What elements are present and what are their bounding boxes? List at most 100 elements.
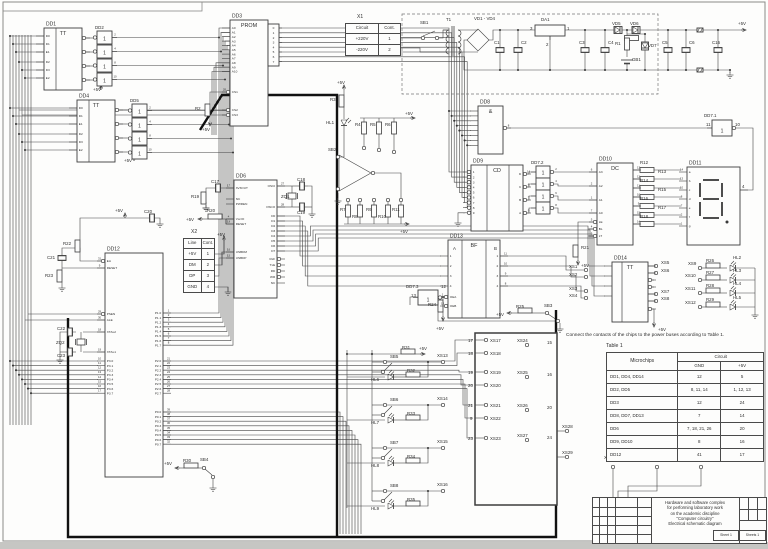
table1-col-5v: +5V xyxy=(720,361,764,371)
inverted-pin-bubble xyxy=(522,197,528,203)
pin-number: 38 xyxy=(167,412,171,416)
pin-label: A5 xyxy=(232,48,236,52)
label-R11: R11 xyxy=(392,207,400,212)
title-block-grid-line xyxy=(739,509,766,510)
gate-function-label: 1 xyxy=(103,79,106,85)
wire xyxy=(383,491,393,501)
label-XS21: XS21 xyxy=(490,403,501,408)
led-icon xyxy=(390,457,395,461)
label-HL4: HL4 xyxy=(733,281,742,286)
resistor-symbol xyxy=(207,213,223,220)
contact-circle xyxy=(583,295,589,301)
junction-dot xyxy=(447,109,451,113)
pin-label: PWREN xyxy=(236,202,248,206)
pin-label: NC xyxy=(271,281,276,285)
label-DD7.2: DD7.2 xyxy=(531,160,544,165)
x2-title: X2 xyxy=(191,229,198,235)
title-block-grid-line xyxy=(599,498,600,543)
table1-row-cell: 5 xyxy=(720,370,764,384)
junction-dot xyxy=(23,76,27,80)
wire xyxy=(500,275,584,292)
label-12: 12 xyxy=(441,284,446,289)
table1-title: Table 1 xyxy=(606,343,623,349)
resistor-symbol xyxy=(705,262,721,269)
table1-col-circuit: Circuit xyxy=(677,352,764,362)
junction-dot xyxy=(20,140,24,144)
inverted-pin-bubble xyxy=(466,195,472,200)
ic-designator: DD12 xyxy=(107,247,120,253)
resistor-symbol xyxy=(204,103,211,117)
x2-row-cell: 1 xyxy=(200,248,216,260)
inverted-pin-bubble xyxy=(647,284,653,290)
label-R27: R27 xyxy=(706,270,715,275)
pin-label: OSCI xyxy=(268,184,276,188)
label-R28: R28 xyxy=(706,283,715,288)
thick-bus xyxy=(198,93,339,536)
wire xyxy=(277,233,605,287)
pin-label: D1 xyxy=(46,42,50,46)
pin-number: 16 xyxy=(98,384,102,388)
wire xyxy=(375,172,402,198)
junction-dot xyxy=(516,28,520,32)
label-C3: C3 xyxy=(579,40,585,45)
label-R2: R2 xyxy=(195,106,201,111)
x2-col-line: Line xyxy=(183,238,202,249)
label-+5V: +5V xyxy=(658,327,666,332)
contact-circle xyxy=(380,369,386,375)
wire xyxy=(729,303,737,311)
inverted-pin-bubble xyxy=(466,210,472,215)
wire xyxy=(205,187,234,192)
wire xyxy=(730,285,735,290)
pin-label: D4 xyxy=(271,234,275,238)
pin-label: 5 xyxy=(473,191,475,195)
ic-designator: DD4 xyxy=(79,94,89,100)
pin-number: 9 xyxy=(99,263,101,267)
pin-number: 39 xyxy=(167,407,171,411)
label-A: A xyxy=(453,246,456,251)
inverted-pin-bubble xyxy=(225,89,231,95)
label-R29: R29 xyxy=(706,297,715,302)
wire xyxy=(700,27,703,33)
pin-label: E2 xyxy=(46,76,50,80)
wire xyxy=(163,439,359,534)
pin-label: 1 xyxy=(473,170,475,174)
contact-circle xyxy=(583,274,589,280)
wire xyxy=(387,373,395,381)
inverted-pin-bubble xyxy=(225,112,231,118)
junction-dot xyxy=(583,28,587,32)
pin-number: 10 xyxy=(680,185,684,189)
junction-dot xyxy=(17,60,21,64)
junction-dot xyxy=(20,68,24,72)
pin-label: P0.3 xyxy=(155,424,162,428)
junction-dot xyxy=(603,28,607,32)
inverted-pin-bubble xyxy=(127,150,133,155)
table1-row-cell: DD8, DD7, DD13 xyxy=(605,409,679,423)
label-R23: R23 xyxy=(45,273,54,278)
label-R9: R9 xyxy=(366,207,372,212)
contact-circle xyxy=(483,382,489,388)
diode-symbol xyxy=(631,26,641,34)
pin-label: 5 xyxy=(273,50,275,54)
pin-number: 8 xyxy=(114,61,116,65)
title-block-grid-line xyxy=(593,534,651,535)
junction-dot xyxy=(23,148,27,152)
x2-row-cell: 2 xyxy=(200,259,216,271)
ic-designator: DD8 xyxy=(480,100,490,106)
table1-row-cell: 24 xyxy=(720,396,764,410)
wire xyxy=(388,412,393,417)
ic-designator: DD3 xyxy=(232,14,242,20)
label-R19: R19 xyxy=(191,194,200,199)
wire xyxy=(163,58,234,346)
label-DD7.1: DD7.1 xyxy=(704,113,717,118)
pin-label: P2.5 xyxy=(155,382,162,386)
led-icon xyxy=(390,500,395,504)
pin-number: 15 xyxy=(98,379,102,383)
gate-function-label: 1 xyxy=(138,138,141,144)
pin-label: EA xyxy=(107,259,112,263)
pin-label: c xyxy=(689,188,691,192)
pin-label: OEB xyxy=(450,304,457,308)
resistor-symbol xyxy=(361,121,367,135)
wire xyxy=(552,195,597,201)
pin-label: A3 xyxy=(232,39,236,43)
junction-dot xyxy=(498,68,502,72)
